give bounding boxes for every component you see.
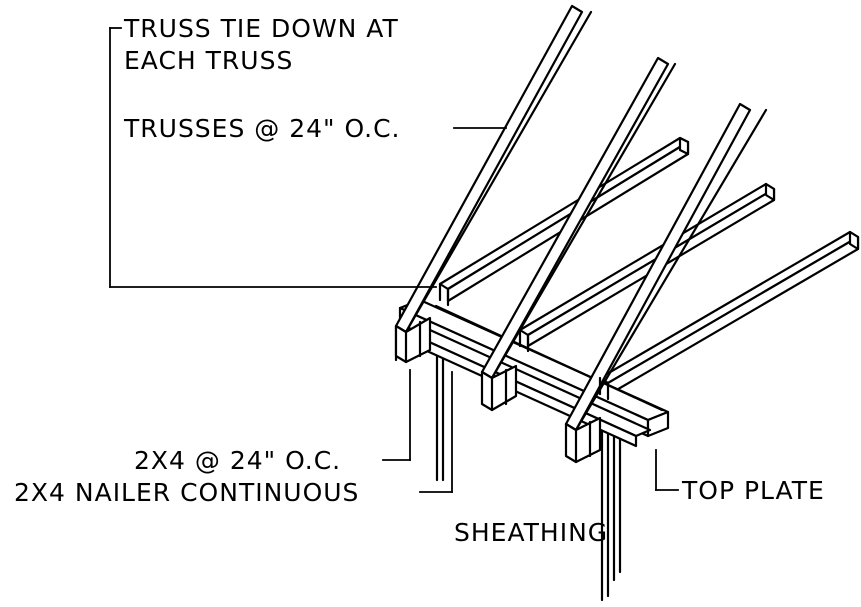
leader-top-plate: [655, 449, 679, 491]
label-truss-tie-line1: TRUSS TIE DOWN AT: [123, 14, 399, 43]
leader-blocking: [382, 369, 411, 461]
sheathing-lines: [435, 348, 622, 602]
truss-tie-straps: [438, 282, 610, 401]
truss-3: [564, 102, 768, 464]
leader-truss-tie: [109, 27, 437, 288]
label-trusses: TRUSSES @ 24" O.C.: [123, 114, 401, 143]
label-blocking: 2X4 @ 24" O.C.: [134, 446, 341, 475]
label-top-plate: TOP PLATE: [681, 476, 825, 505]
purlin-3: [598, 230, 860, 397]
label-sheathing: SHEATHING: [454, 518, 608, 547]
truss-1: [394, 4, 593, 364]
label-truss-tie-line2: EACH TRUSS: [124, 46, 293, 75]
leader-nailer: [419, 371, 453, 493]
truss-2: [480, 56, 677, 412]
label-nailer: 2X4 NAILER CONTINUOUS: [14, 478, 359, 507]
